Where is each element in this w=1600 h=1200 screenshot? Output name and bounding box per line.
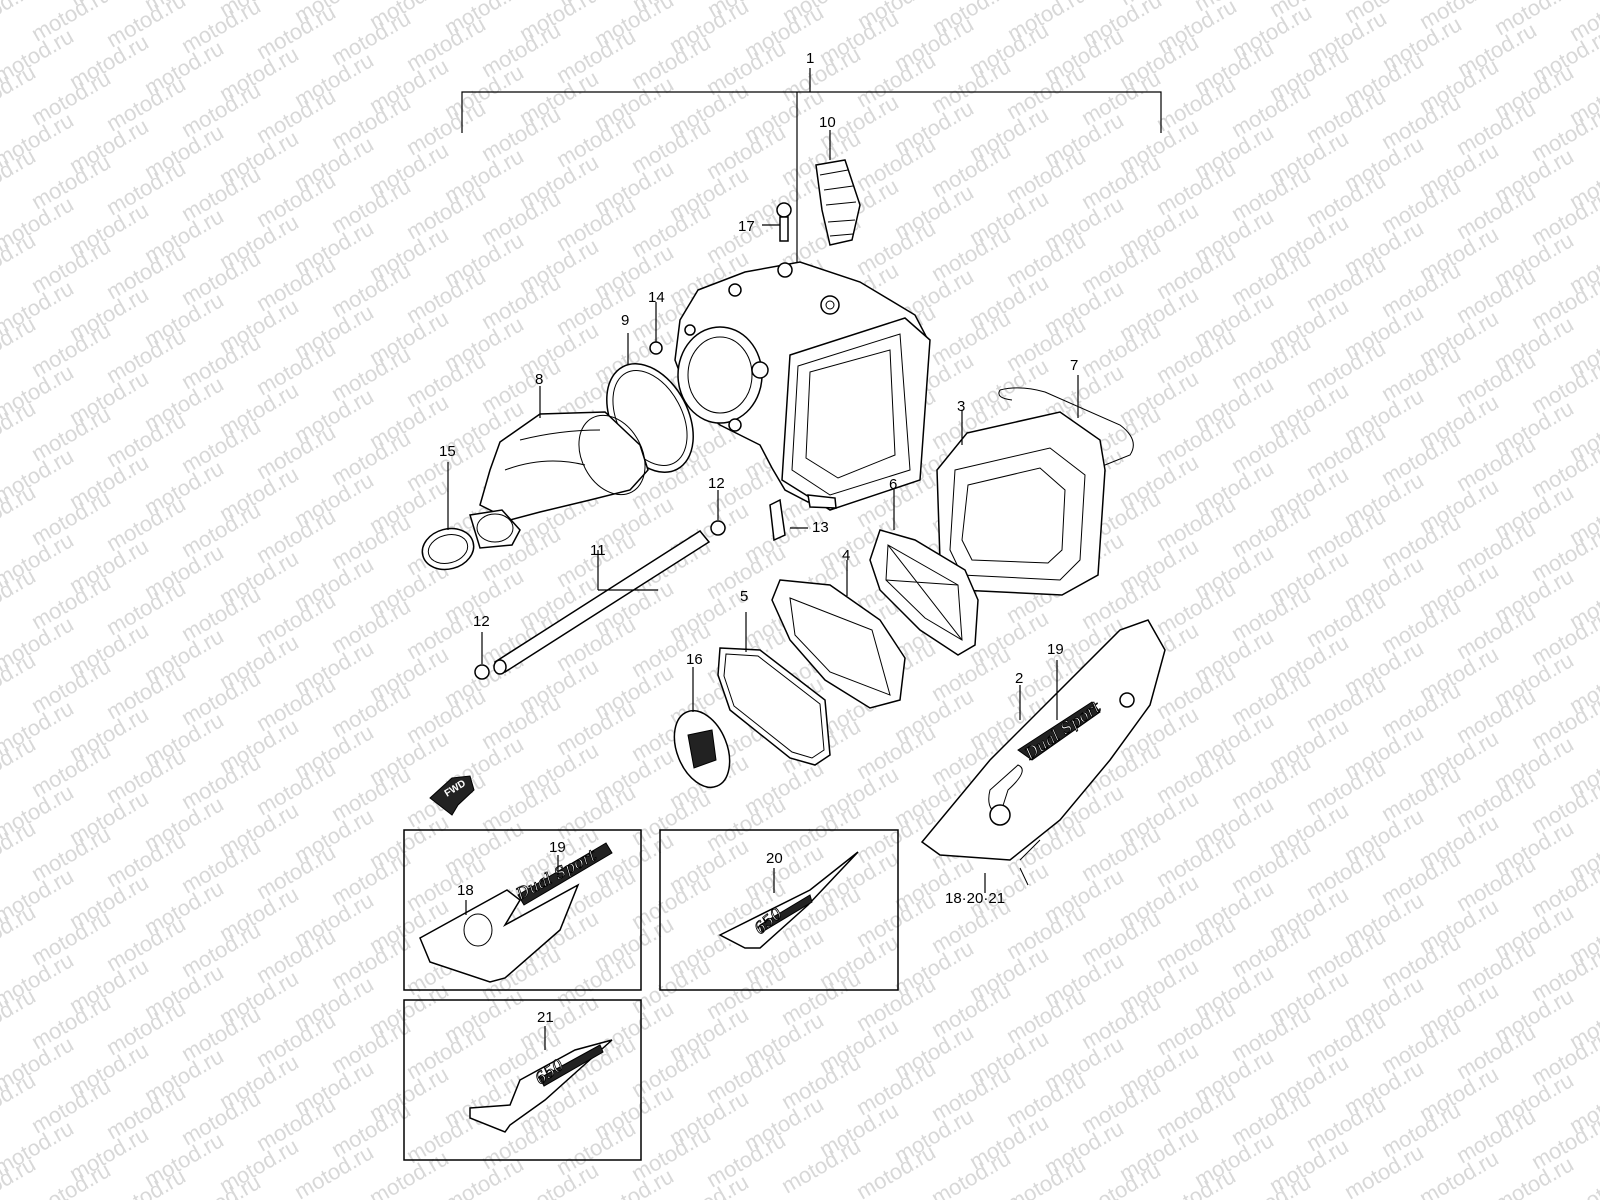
part-17-bolt (762, 202, 792, 242)
callout-13: 13 (812, 519, 829, 536)
callout-11: 11 (590, 542, 606, 559)
part-6-element-holder (869, 488, 979, 656)
part-13-drain-plug (769, 498, 808, 542)
part-5-gasket (717, 612, 831, 766)
inset-a-callout-19: 19 (549, 839, 566, 856)
callout-labels: 1 10 17 14 9 8 15 12 13 11 12 7 3 6 4 5 … (439, 50, 1078, 1026)
callout-2: 2 (1015, 670, 1023, 687)
part-14-screw (649, 302, 663, 355)
callout-10: 10 (819, 114, 836, 131)
inset-21: 650 (403, 999, 642, 1161)
inset-20: 650 (659, 829, 899, 991)
part-11-drain-tube (493, 530, 711, 675)
callout-18-20-21: 18·20·21 (945, 890, 1005, 907)
callout-8: 8 (535, 371, 543, 388)
callout-6: 6 (889, 476, 897, 493)
assembly-bracket-1 (461, 68, 1162, 290)
part-3-air-filter-element (936, 410, 1106, 596)
air-cleaner-box (674, 261, 931, 511)
part-12-clip-upper (710, 490, 726, 536)
inset-c-callout-21: 21 (537, 1009, 554, 1026)
callout-19: 19 (1047, 641, 1064, 658)
inset-a-callout-18: 18 (457, 882, 474, 899)
callout-17: 17 (738, 218, 755, 235)
callout-12a: 12 (708, 475, 725, 492)
callout-3: 3 (957, 398, 965, 415)
callout-9: 9 (621, 312, 629, 329)
part-4-frame (771, 560, 906, 709)
callout-1: 1 (806, 50, 814, 67)
fwd-arrow: FWD (429, 775, 475, 816)
callout-14: 14 (648, 289, 665, 306)
part-16-emblem (673, 667, 731, 789)
part-10-intake-duct (815, 130, 861, 246)
callout-4: 4 (842, 547, 850, 564)
part-12-clip-lower (474, 632, 490, 680)
inset-b-callout-20: 20 (766, 850, 783, 867)
callout-16: 16 (686, 651, 703, 668)
callout-15: 15 (439, 443, 456, 460)
part-2-side-cover: Dual Sport (920, 619, 1166, 893)
part-8-intake-boot (479, 386, 649, 521)
callout-12b: 12 (473, 613, 490, 630)
callout-7: 7 (1070, 357, 1078, 374)
callout-5: 5 (740, 588, 748, 605)
part-15-clamp (421, 462, 521, 571)
